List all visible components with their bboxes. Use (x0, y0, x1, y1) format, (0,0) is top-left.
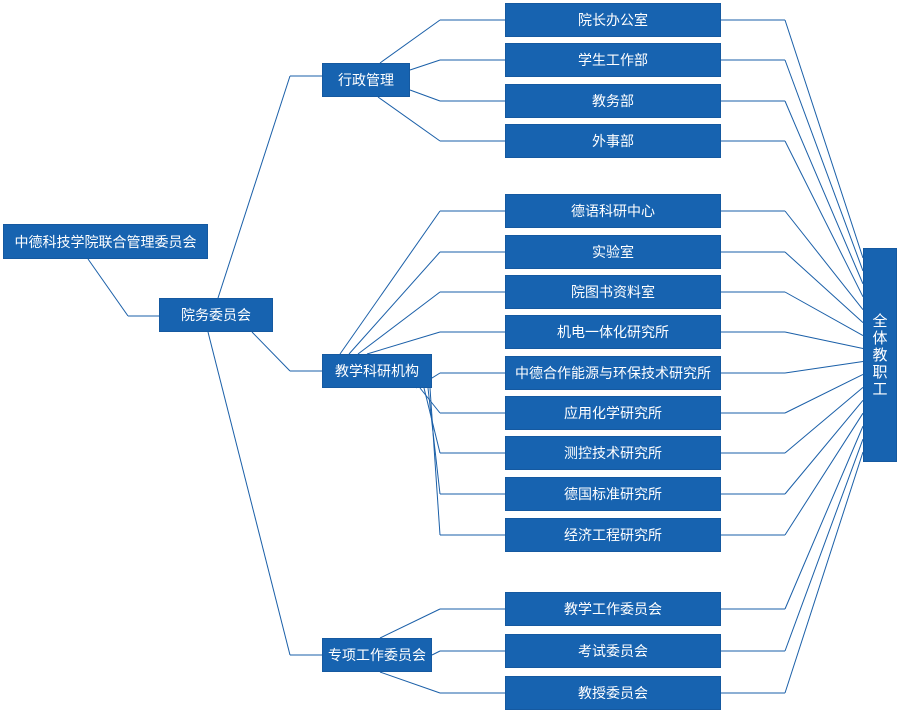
connector-unit-staff (784, 140, 864, 298)
connector-council-committees (207, 331, 291, 656)
connector-council-research (251, 331, 291, 372)
connector-unit-staff (784, 373, 864, 414)
connector-unit-staff (784, 331, 864, 350)
connector-unit-staff (784, 451, 864, 694)
connector-committee-unit (379, 608, 441, 639)
connector-unit-staff (784, 360, 864, 374)
connector-unit-staff (784, 399, 864, 495)
unit-german-research: 德语科研中心 (505, 194, 721, 228)
unit-exam-committee: 考试委员会 (505, 634, 721, 668)
council-node: 院务委员会 (159, 298, 273, 332)
connector-admin-unit (379, 19, 441, 64)
group-committees: 专项工作委员会 (322, 638, 432, 672)
connector-unit-staff (784, 100, 864, 285)
unit-library: 院图书资料室 (505, 275, 721, 309)
connector-council-admin (217, 75, 291, 299)
connector-unit-staff (784, 59, 864, 272)
unit-energy-environment: 中德合作能源与环保技术研究所 (505, 356, 721, 390)
connector-research-unit (357, 291, 441, 355)
connector-admin-unit (377, 96, 441, 142)
unit-teaching-committee: 教学工作委员会 (505, 592, 721, 626)
connector-unit-staff (784, 438, 864, 652)
group-research: 教学科研机构 (322, 354, 432, 388)
connector-unit-staff (784, 386, 864, 454)
connector-unit-staff (784, 412, 864, 536)
connector-committee-unit (431, 650, 441, 656)
unit-foreign-affairs: 外事部 (505, 124, 721, 158)
connector-research-unit (339, 210, 441, 355)
connector-research-unit (429, 387, 441, 536)
connector-unit-staff (784, 251, 864, 324)
unit-mechatronics: 机电一体化研究所 (505, 315, 721, 349)
unit-professor-committee: 教授委员会 (505, 676, 721, 710)
unit-applied-chemistry: 应用化学研究所 (505, 396, 721, 430)
connector-unit-staff (784, 425, 864, 610)
connector-admin-unit (409, 59, 441, 71)
connector-unit-staff (784, 210, 864, 311)
group-admin: 行政管理 (322, 63, 410, 97)
connector-research-unit (348, 251, 441, 355)
connector-unit-staff (784, 291, 864, 337)
unit-laboratory: 实验室 (505, 235, 721, 269)
unit-measurement-control: 测控技术研究所 (505, 436, 721, 470)
unit-student-affairs: 学生工作部 (505, 43, 721, 77)
unit-german-standards: 德国标准研究所 (505, 477, 721, 511)
connector-root-council (87, 258, 129, 317)
connector-committee-unit (379, 671, 441, 694)
connector-unit-staff (784, 19, 864, 259)
staff-node: 全体教职工 (863, 248, 897, 462)
connector-research-unit (419, 387, 441, 414)
connector-research-unit (366, 331, 441, 355)
unit-economic-engineering: 经济工程研究所 (505, 518, 721, 552)
root-node: 中德科技学院联合管理委员会 (3, 224, 208, 259)
connector-admin-unit (409, 89, 441, 102)
unit-academic-affairs: 教务部 (505, 84, 721, 118)
unit-admin-office: 院长办公室 (505, 3, 721, 37)
